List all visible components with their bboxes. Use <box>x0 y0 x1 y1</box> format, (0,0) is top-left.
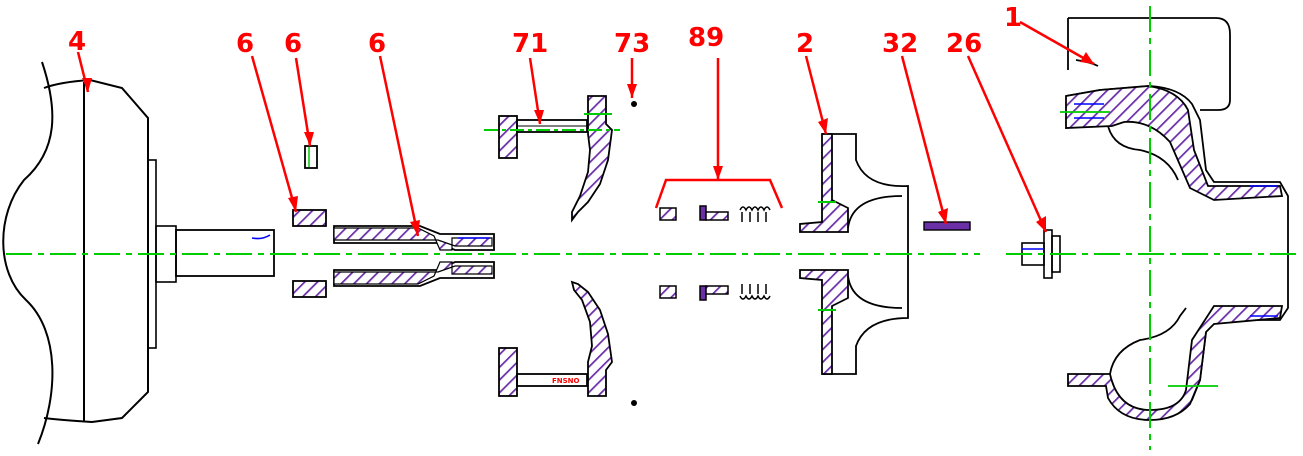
label-part-89: 89 <box>688 23 724 53</box>
leader-arrowheads <box>82 52 1094 236</box>
shaft-key-sleeve-part <box>292 145 495 298</box>
pump-casing-part <box>1060 17 1289 421</box>
centerlines <box>6 6 1300 450</box>
label-part-73: 73 <box>614 29 650 59</box>
label-part-32: 32 <box>882 29 918 59</box>
label-part-6-key: 6 <box>284 29 302 59</box>
bracket-part: FNSNO <box>498 95 637 406</box>
washer-part <box>923 221 971 231</box>
label-part-1: 1 <box>1004 3 1022 33</box>
mechanical-seal-part <box>659 205 771 301</box>
label-part-26: 26 <box>946 29 982 59</box>
label-part-6-sleeve: 6 <box>236 29 254 59</box>
label-part-71: 71 <box>512 29 548 59</box>
label-part-2: 2 <box>796 29 814 59</box>
motor-part <box>2 61 275 445</box>
label-part-6-shaft: 6 <box>368 29 386 59</box>
impeller-part <box>799 133 909 375</box>
part-labels: 4 6 6 6 71 73 89 2 32 26 1 <box>68 3 1022 59</box>
label-part-4: 4 <box>68 27 86 57</box>
seal-marking-text: FNSNO <box>552 377 580 385</box>
